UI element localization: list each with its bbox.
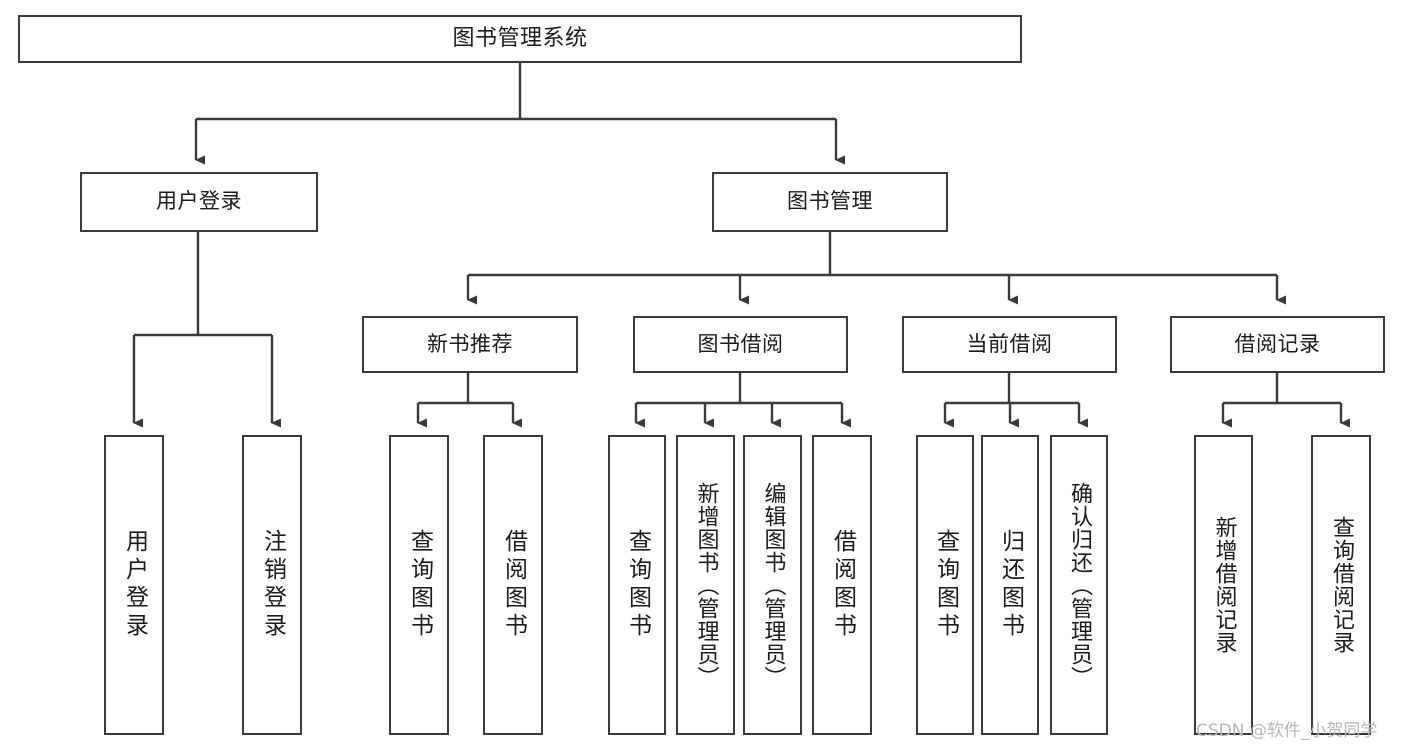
node-label: 图书管理 — [787, 189, 873, 214]
node-label: 借阅记录 — [1234, 331, 1321, 356]
node-label: 确认归还（管理员） — [1067, 481, 1092, 689]
node-label: 新增借阅记录 — [1211, 516, 1237, 654]
leaf-query-borrow-record[interactable]: 查询借阅记录 — [1311, 435, 1371, 735]
node-label: 图书借阅 — [697, 331, 784, 356]
node-user-login[interactable]: 用户登录 — [80, 172, 318, 232]
node-borrow-record[interactable]: 借阅记录 — [1170, 316, 1385, 373]
node-label: 新书推荐 — [427, 331, 513, 356]
node-book-borrow[interactable]: 图书借阅 — [633, 316, 848, 373]
node-label: 查询图书 — [624, 529, 651, 641]
leaf-add-borrow-record[interactable]: 新增借阅记录 — [1194, 435, 1253, 735]
node-label: 当前借阅 — [966, 331, 1053, 356]
node-label: 编辑图书（管理员） — [760, 481, 786, 689]
node-label: 新增图书（管理员） — [693, 481, 719, 689]
leaf-borrow-book-recommend[interactable]: 借阅图书 — [483, 435, 543, 735]
node-book-management[interactable]: 图书管理 — [712, 172, 948, 232]
leaf-confirm-return-admin[interactable]: 确认归还（管理员） — [1050, 435, 1108, 735]
node-label: 归还图书 — [997, 529, 1024, 641]
leaf-return-book[interactable]: 归还图书 — [981, 435, 1039, 735]
leaf-borrow-book[interactable]: 借阅图书 — [812, 435, 872, 735]
watermark-text: CSDN @软件_小贺同学 — [1196, 721, 1378, 741]
node-label: 借阅图书 — [500, 529, 527, 641]
node-label: 查询借阅记录 — [1329, 516, 1354, 654]
leaf-query-book-current[interactable]: 查询图书 — [916, 435, 974, 735]
node-label: 用户登录 — [121, 529, 148, 641]
leaf-add-book-admin[interactable]: 新增图书（管理员） — [676, 435, 735, 735]
leaf-edit-book-admin[interactable]: 编辑图书（管理员） — [743, 435, 802, 735]
node-label: 用户登录 — [156, 189, 242, 214]
node-label: 图书管理系统 — [452, 25, 588, 51]
leaf-logout[interactable]: 注销登录 — [242, 435, 302, 735]
node-label: 查询图书 — [406, 529, 433, 641]
node-label: 注销登录 — [259, 529, 286, 641]
node-label: 借阅图书 — [829, 529, 856, 641]
leaf-user-login[interactable]: 用户登录 — [104, 435, 164, 735]
node-label: 查询图书 — [932, 529, 959, 641]
node-new-book-recommend[interactable]: 新书推荐 — [362, 316, 578, 373]
leaf-query-book-borrow[interactable]: 查询图书 — [608, 435, 666, 735]
leaf-query-book-recommend[interactable]: 查询图书 — [389, 435, 449, 735]
node-root-system[interactable]: 图书管理系统 — [18, 15, 1022, 63]
node-current-borrow[interactable]: 当前借阅 — [902, 316, 1117, 373]
